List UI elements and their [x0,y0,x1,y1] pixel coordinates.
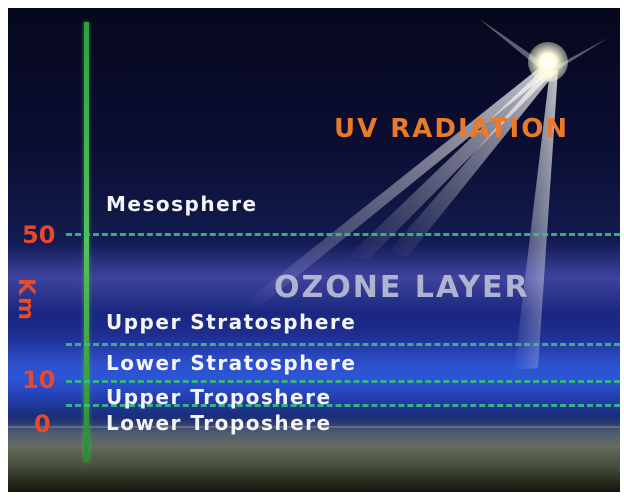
uv-radiation-label: UV RADIATION [334,114,570,144]
axis-unit-label: Km [13,278,38,322]
region-label-upper-stratosphere: Upper Stratosphere [106,310,357,334]
horizon-line [8,426,620,428]
uv-ray-2 [348,66,554,260]
region-label-lower-troposphere: Lower Troposhere [106,411,332,435]
region-label-lower-stratosphere: Lower Stratosphere [106,351,357,375]
level-line-troposphere-divide [66,404,620,407]
altitude-axis [84,22,89,462]
ozone-layer-label: OZONE LAYER [274,270,530,305]
tick-label-0: 0 [34,410,51,438]
level-line-10km [66,380,620,383]
level-line-50km [66,233,620,236]
atmosphere-diagram: 50 10 0 Km UV RADIATION OZONE LAYER Meso… [8,8,620,492]
uv-rays [243,18,608,370]
uv-ray-4 [514,70,558,370]
region-label-mesosphere: Mesosphere [106,192,258,216]
sun-icon [528,42,568,82]
earth-surface [8,422,620,492]
level-line-stratosphere-divide [66,343,620,346]
region-label-upper-troposphere: Upper Troposhere [106,385,332,409]
tick-label-50: 50 [22,221,56,249]
uv-ray-1 [243,64,552,308]
tick-label-10: 10 [22,366,56,394]
uv-ray-3 [388,68,556,256]
